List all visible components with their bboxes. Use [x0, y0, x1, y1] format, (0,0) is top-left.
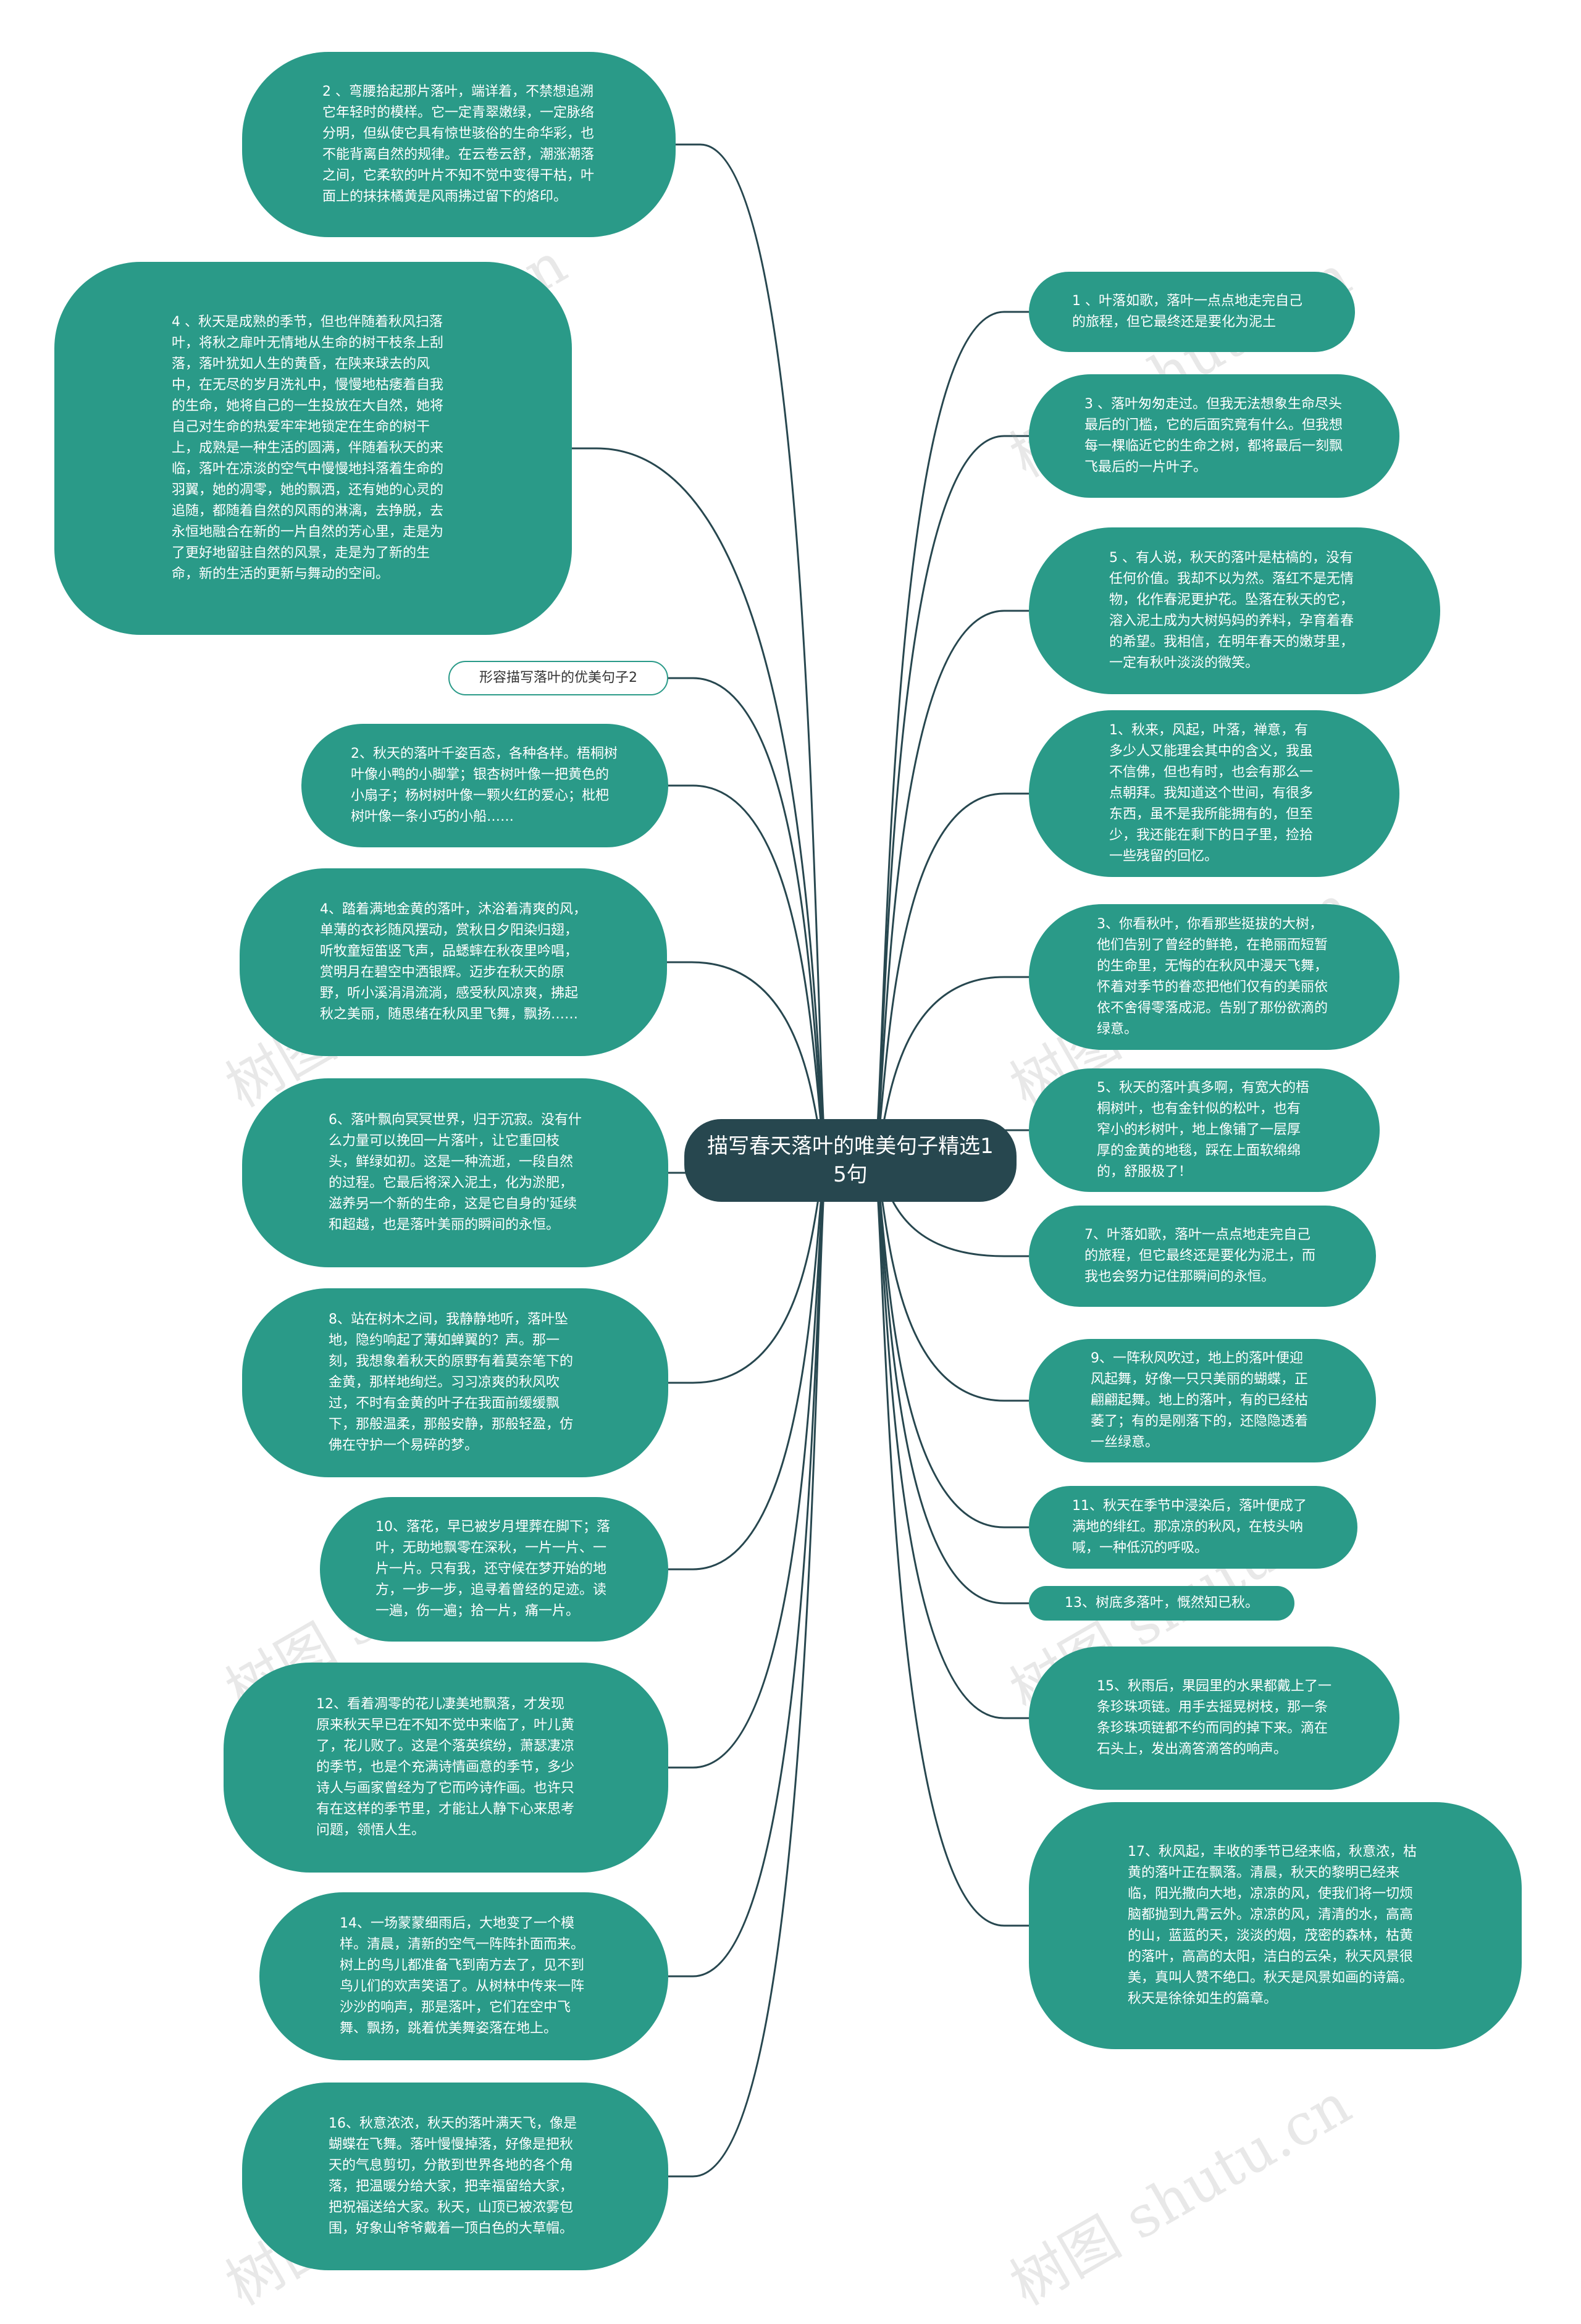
branch-node-text: 3 、落叶匆匆走过。但我无法想象生命尽头最后的门槛，它的后面究竟有什么。但我想每…	[1084, 396, 1343, 475]
connector-line	[572, 447, 827, 1161]
branch-node-text: 9、一阵秋风吹过，地上的落叶便迎风起舞，好像一只只美丽的蝴蝶，正翩翩起舞。地上的…	[1091, 1351, 1309, 1450]
branch-node-text: 2、秋天的落叶千姿百态，各种各样。梧桐树叶像小鸭的小脚掌；银杏树叶像一把黄色的小…	[351, 746, 618, 824]
connector-line	[676, 143, 827, 1161]
branch-node[interactable]: 17、秋风起，丰收的季节已经来临，秋意浓，枯黄的落叶正在飘落。清晨，秋天的黎明已…	[1029, 1802, 1522, 2049]
branch-node-text: 1 、叶落如歌，落叶一点点地走完自己的旅程，但它最终还是要化为泥土	[1072, 293, 1302, 330]
branch-node-text: 2 、弯腰拾起那片落叶，端详着，不禁想追溯它年轻时的模样。它一定青翠嫩绿，一定脉…	[322, 84, 595, 204]
branch-node[interactable]: 1 、叶落如歌，落叶一点点地走完自己的旅程，但它最终还是要化为泥土	[1029, 272, 1355, 352]
connector-line	[874, 610, 1029, 1161]
branch-node[interactable]: 11、秋天在季节中浸染后，落叶便成了满地的绯红。那凉凉的秋风，在枝头呐喊，一种低…	[1029, 1486, 1357, 1569]
branch-node-text: 11、秋天在季节中浸染后，落叶便成了满地的绯红。那凉凉的秋风，在枝头呐喊，一种低…	[1072, 1498, 1307, 1556]
connector-line	[874, 1160, 1029, 1927]
branch-node[interactable]: 2、秋天的落叶千姿百态，各种各样。梧桐树叶像小鸭的小脚掌；银杏树叶像一把黄色的小…	[301, 724, 668, 847]
branch-node[interactable]: 13、树底多落叶，慨然知已秋。	[1029, 1586, 1294, 1621]
branch-node[interactable]: 5、秋天的落叶真多啊，有宽大的梧桐树叶，也有金针似的松叶，也有窄小的杉树叶，地上…	[1029, 1068, 1380, 1192]
connector-line	[874, 1160, 1029, 1529]
branch-node-text: 16、秋意浓浓，秋天的落叶满天飞，像是蝴蝶在飞舞。落叶慢慢掉落，好像是把秋天的气…	[329, 2116, 577, 2236]
branch-node-text: 1、秋来，风起，叶落，禅意，有多少人又能理会其中的含义，我虽不信佛，但也有时，也…	[1109, 723, 1314, 864]
connector-line	[668, 1160, 827, 1571]
branch-node[interactable]: 3、你看秋叶，你看那些挺拔的大树，他们告别了曾经的鲜艳，在艳丽而短暂的生命里，无…	[1029, 904, 1399, 1050]
branch-node-text: 14、一场蒙蒙细雨后，大地变了一个模样。清晨，清新的空气一阵阵扑面而来。树上的鸟…	[340, 1916, 585, 2036]
branch-node-text: 4、踏着满地金黄的落叶，沐浴着清爽的风，单薄的衣衫随风摆动，赏秋日夕阳染归翅，听…	[320, 902, 587, 1022]
root-topic-label: 描写春天落叶的唯美句子精选15句	[707, 1134, 994, 1187]
branch-node-text: 6、落叶飘向冥冥世界，归于沉寂。没有什么力量可以挽回一片落叶，让它重回枝头，鲜绿…	[329, 1112, 582, 1233]
branch-node[interactable]: 6、落叶飘向冥冥世界，归于沉寂。没有什么力量可以挽回一片落叶，让它重回枝头，鲜绿…	[242, 1078, 668, 1267]
branch-node[interactable]: 4 、秋天是成熟的季节，但也伴随着秋风扫落叶，将秋之扉叶无情地从生命的树干枝条上…	[54, 262, 572, 635]
connector-line	[874, 435, 1029, 1161]
connector-line	[874, 311, 1029, 1161]
branch-node-text: 10、落花，早已被岁月埋葬在脚下；落叶，无助地飘零在深秋，一片一片、一片一片。只…	[375, 1519, 610, 1619]
branch-node[interactable]: 7、叶落如歌，落叶一点点地走完自己的旅程，但它最终还是要化为泥土，而我也会努力记…	[1029, 1206, 1376, 1307]
connector-line	[874, 1160, 1029, 1605]
branch-node[interactable]: 14、一场蒙蒙细雨后，大地变了一个模样。清晨，清新的空气一阵阵扑面而来。树上的鸟…	[259, 1892, 668, 2060]
branch-node[interactable]: 9、一阵秋风吹过，地上的落叶便迎风起舞，好像一只只美丽的蝴蝶，正翩翩起舞。地上的…	[1029, 1339, 1376, 1462]
branch-node-text: 4 、秋天是成熟的季节，但也伴随着秋风扫落叶，将秋之扉叶无情地从生命的树干枝条上…	[172, 314, 444, 582]
branch-node-text: 17、秋风起，丰收的季节已经来临，秋意浓，枯黄的落叶正在飘落。清晨，秋天的黎明已…	[1128, 1844, 1417, 2007]
branch-node-text: 15、秋雨后，果园里的水果都戴上了一条珍珠项链。用手去摇晃树枝，那一条条珍珠项链…	[1097, 1679, 1331, 1757]
branch-node-text: 12、看着凋零的花儿凄美地飘落，才发现原来秋天早已在不知不觉中来临了，叶儿黄了，…	[316, 1697, 575, 1838]
branch-node[interactable]: 10、落花，早已被岁月埋葬在脚下；落叶，无助地飘零在深秋，一片一片、一片一片。只…	[320, 1497, 668, 1642]
branch-node-text: 13、树底多落叶，慨然知已秋。	[1065, 1595, 1259, 1611]
branch-node-text: 8、站在树木之间，我静静地听，落叶坠地，隐约响起了薄如蝉翼的？声。那一刻，我想象…	[329, 1312, 574, 1453]
branch-node[interactable]: 3 、落叶匆匆走过。但我无法想象生命尽头最后的门槛，它的后面究竟有什么。但我想每…	[1029, 374, 1399, 498]
branch-node[interactable]: 4、踏着满地金黄的落叶，沐浴着清爽的风，单薄的衣衫随风摆动，赏秋日夕阳染归翅，听…	[240, 868, 667, 1056]
branch-node[interactable]: 1、秋来，风起，叶落，禅意，有多少人又能理会其中的含义，我虽不信佛，但也有时，也…	[1029, 710, 1399, 877]
connector-line	[668, 1160, 827, 2178]
branch-node[interactable]: 16、秋意浓浓，秋天的落叶满天飞，像是蝴蝶在飞舞。落叶慢慢掉落，好像是把秋天的气…	[242, 2083, 668, 2270]
branch-node[interactable]: 15、秋雨后，果园里的水果都戴上了一条珍珠项链。用手去摇晃树枝，那一条条珍珠项链…	[1029, 1647, 1399, 1790]
connector-line	[668, 784, 827, 1161]
branch-node-text: 3、你看秋叶，你看那些挺拔的大树，他们告别了曾经的鲜艳，在艳丽而短暂的生命里，无…	[1097, 917, 1328, 1037]
branch-node-text: 5 、有人说，秋天的落叶是枯槁的，没有任何价值。我却不以为然。落红不是无情物，化…	[1109, 550, 1354, 671]
branch-node[interactable]: 5 、有人说，秋天的落叶是枯槁的，没有任何价值。我却不以为然。落红不是无情物，化…	[1029, 527, 1440, 694]
connector-line	[668, 677, 827, 1161]
branch-node[interactable]: 2 、弯腰拾起那片落叶，端详着，不禁想追溯它年轻时的模样。它一定青翠嫩绿，一定脉…	[242, 52, 676, 237]
branch-label-node[interactable]: 形容描写落叶的优美句子2	[448, 661, 668, 695]
branch-label-text: 形容描写落叶的优美句子2	[479, 670, 637, 686]
branch-node-text: 5、秋天的落叶真多啊，有宽大的梧桐树叶，也有金针似的松叶，也有窄小的杉树叶，地上…	[1097, 1080, 1309, 1180]
branch-node[interactable]: 12、看着凋零的花儿凄美地飘落，才发现原来秋天早已在不知不觉中来临了，叶儿黄了，…	[224, 1663, 668, 1873]
connector-line	[668, 1160, 827, 1769]
branch-node[interactable]: 8、站在树木之间，我静静地听，落叶坠地，隐约响起了薄如蝉翼的？声。那一刻，我想象…	[242, 1288, 668, 1477]
connector-line	[874, 1160, 1029, 1719]
branch-node-text: 7、叶落如歌，落叶一点点地走完自己的旅程，但它最终还是要化为泥土，而我也会努力记…	[1084, 1227, 1316, 1285]
root-topic[interactable]: 描写春天落叶的唯美句子精选15句	[684, 1119, 1017, 1202]
